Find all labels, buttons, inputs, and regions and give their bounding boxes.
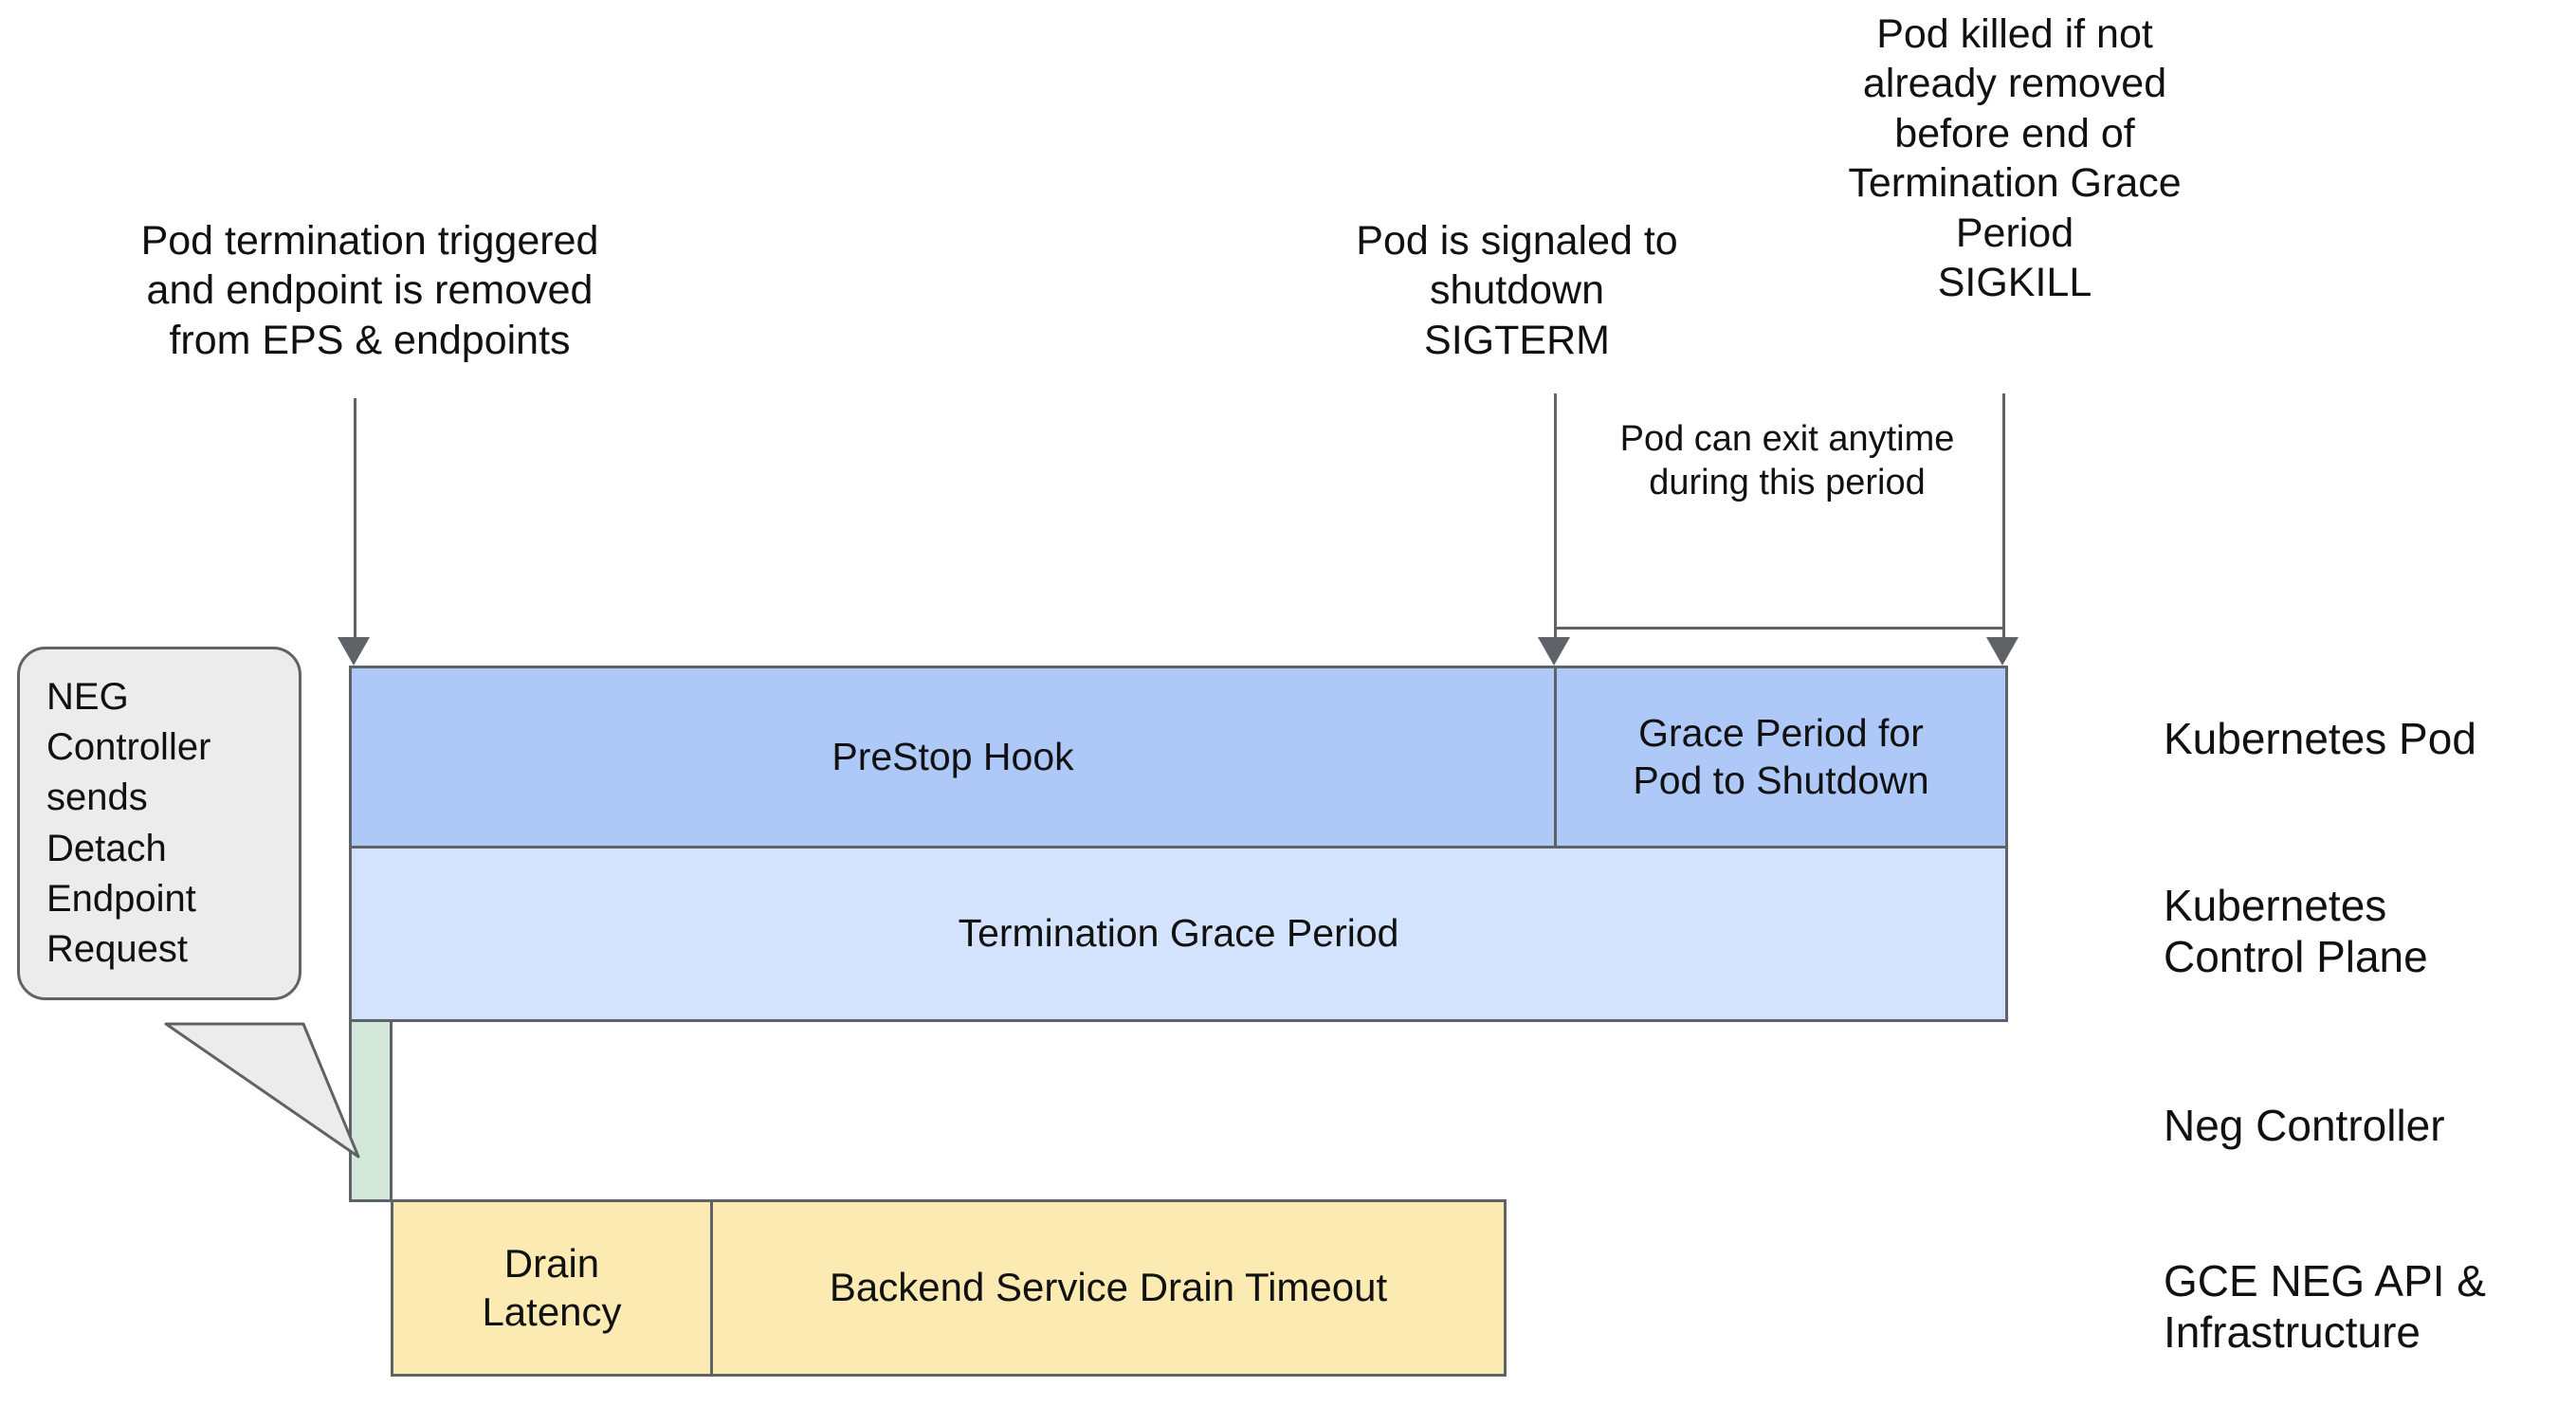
bar-backend-service-drain-timeout: Backend Service Drain Timeout	[710, 1199, 1507, 1377]
legend-kubernetes-pod: Kubernetes Pod	[2164, 714, 2476, 763]
arrow-head-sigterm	[1538, 637, 1570, 666]
bar-neg-detach	[349, 1019, 393, 1202]
legend-kubernetes-control-plane: Kubernetes Control Plane	[2164, 881, 2428, 982]
bar-grace-period: Grace Period for Pod to Shutdown	[1554, 666, 2008, 849]
annotation-pod-can-exit-anytime: Pod can exit anytime during this period	[1619, 419, 1955, 503]
legend-neg-controller: Neg Controller	[2164, 1101, 2445, 1150]
arrow-head-pod-termination	[338, 637, 370, 666]
bar-drain-latency: Drain Latency	[391, 1199, 713, 1377]
annotation-pod-killed-sigkill: Pod killed if not already removed before…	[1848, 11, 2182, 306]
annotation-pod-signaled-shutdown: Pod is signaled to shutdown SIGTERM	[1356, 218, 1678, 363]
arrow-head-sigkill	[1986, 637, 2019, 666]
bar-termination-grace-period: Termination Grace Period	[349, 846, 2008, 1022]
annotation-pod-termination-triggered: Pod termination triggered and endpoint i…	[140, 218, 599, 363]
callout-tail-icon	[164, 1022, 360, 1159]
arrow-line-pod-termination	[354, 398, 356, 645]
callout-neg-controller: NEG Controller sends Detach Endpoint Req…	[17, 647, 301, 1001]
arrow-line-sigkill	[2002, 393, 2005, 645]
bar-prestop-hook: PreStop Hook	[349, 666, 1557, 849]
arrow-line-sigterm	[1554, 393, 1557, 645]
legend-gce-neg-api: GCE NEG API & Infrastructure	[2164, 1256, 2486, 1358]
bracket-pod-can-exit	[1554, 627, 2005, 630]
